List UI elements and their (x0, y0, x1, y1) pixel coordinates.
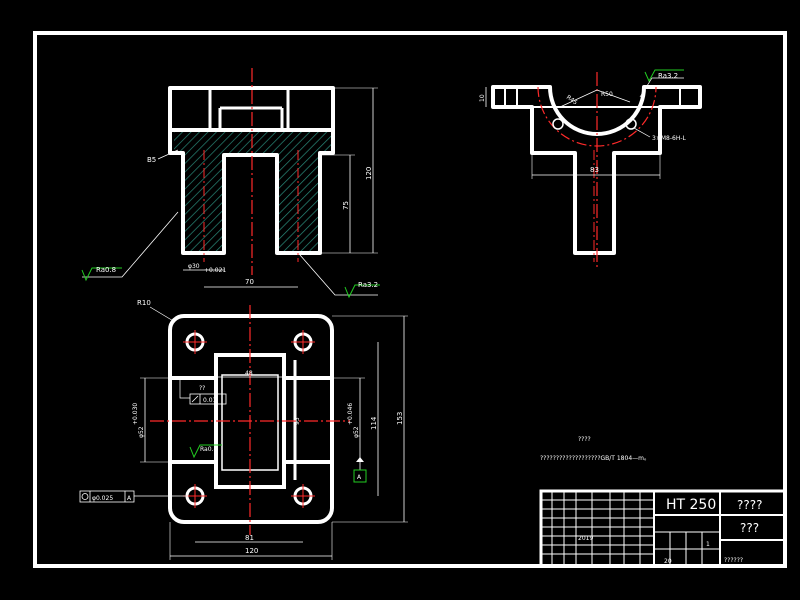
side-holes-note: 3×M8-6H-L (652, 135, 686, 142)
top-position-frame (79, 490, 135, 503)
front-section-hatch (174, 131, 333, 253)
side-dim-r50: R50 (601, 91, 613, 98)
title-bottom-note: ?????? (724, 557, 743, 564)
top-dim-153: 153 (396, 412, 404, 425)
roughness-left-text: Ra0.8 (96, 266, 116, 274)
title-block-grid (541, 491, 720, 566)
title-block: HT 250 ???? ??? 1 2019 20 ?????? (539, 489, 787, 568)
top-radius-text: R10 (137, 299, 151, 307)
top-dim-left-bore-tol: +0.030 (132, 403, 139, 425)
top-position-value: φ0.025 (92, 495, 113, 502)
top-roughness-text: Ra0.8 (200, 446, 217, 453)
top-roughness-symbol (189, 444, 222, 459)
top-dim-48: 48 (245, 370, 253, 377)
side-hole-left (552, 118, 564, 130)
top-view: 48 95 114 153 81 120 φ52 +0.030 φ52 +0.0… (79, 299, 408, 560)
roughness-right-leader (299, 254, 378, 296)
b5-leader (157, 149, 179, 160)
top-flatness-leader (179, 380, 190, 399)
title-sheet-cell: 20 (664, 558, 672, 565)
roughness-left-symbol (81, 267, 122, 282)
side-dim-83: 83 (590, 166, 599, 174)
side-roughness-text: Ra3.2 (658, 72, 678, 80)
top-radius-leader (149, 306, 176, 323)
title-name: ???? (737, 498, 762, 512)
dim-bore-tol-text: +0.021 (204, 267, 226, 274)
dim-70-text: 70 (245, 278, 254, 286)
side-roughness-leader (639, 77, 684, 98)
roughness-right-symbol (344, 284, 380, 299)
side-hole-right (625, 118, 637, 130)
side-roughness-symbol (644, 69, 684, 83)
roughness-left-leader (82, 211, 179, 278)
title-block-frame (539, 489, 787, 568)
drawing-frame (33, 31, 787, 568)
side-holes-leader (633, 127, 651, 138)
top-hole-crosses (183, 330, 315, 508)
front-top-slot (208, 86, 290, 132)
label-b5: B5 (147, 156, 156, 164)
notes-text: ???????????????????GB/T 1804—m。 (540, 455, 650, 462)
side-r45-leader (559, 89, 598, 108)
top-dim-right-bore-tol: +0.046 (347, 403, 354, 425)
title-code: ??? (740, 521, 759, 535)
front-view: 120 75 70 φ30 +0.021 B5 Ra0.8 Ra3.2 (81, 68, 380, 299)
title-date-cell: 2019 (578, 535, 593, 542)
title-scale-cell: 1 (706, 541, 710, 548)
side-view: R45 R50 10 83 Ra3.2 3×M8-6H-L (479, 69, 702, 270)
title-material: HT 250 (666, 497, 716, 513)
top-dim-95: 95 (294, 417, 301, 425)
top-position-symbol (81, 493, 89, 500)
top-dim-81: 81 (245, 534, 254, 542)
top-dim-120: 120 (245, 547, 258, 555)
dim-75-text: 75 (342, 201, 350, 210)
side-r50-leader (596, 89, 631, 103)
dim-120-text: 120 (365, 167, 373, 180)
front-outline (168, 86, 335, 255)
top-flatness-frame (189, 393, 227, 405)
top-dim-right-bore: φ52 (353, 426, 360, 438)
notes-title: ???? (578, 436, 591, 443)
top-flatness-value: 0.01 (203, 397, 217, 404)
top-datum-triangle (356, 457, 364, 462)
top-datum-box (353, 469, 367, 483)
roughness-right-text: Ra3.2 (358, 281, 378, 289)
side-dim-10: 10 (479, 94, 486, 102)
top-position-datum: A (127, 495, 132, 502)
top-dim-114: 114 (370, 416, 378, 430)
top-outline (168, 314, 334, 524)
top-datum-text: A (357, 474, 362, 481)
top-flatness-label: ?? (199, 385, 205, 392)
side-dim-r45: R45 (565, 94, 579, 107)
dim-bore-text: φ30 (188, 263, 200, 270)
top-flatness-symbol (191, 395, 199, 403)
top-dim-left-bore: φ52 (138, 426, 145, 438)
